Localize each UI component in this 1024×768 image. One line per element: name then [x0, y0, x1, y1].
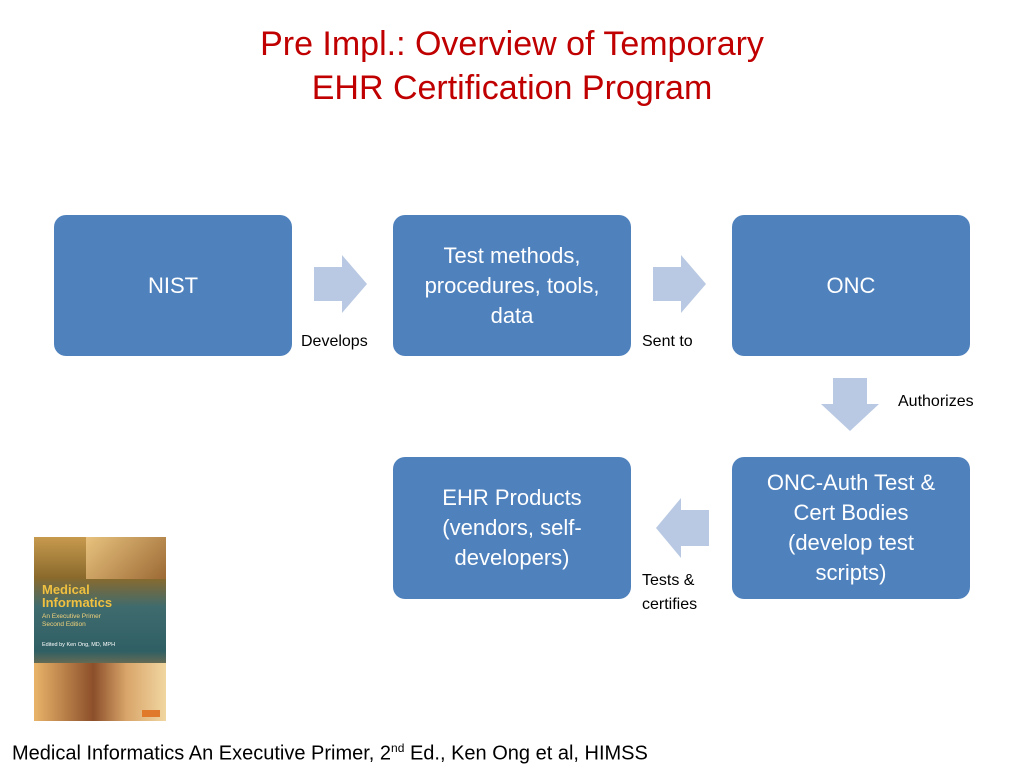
- node-onc-label: ONC: [826, 272, 876, 298]
- slide-title: Pre Impl.: Overview of Temporary EHR Cer…: [0, 22, 1024, 110]
- title-line-2: EHR Certification Program: [311, 69, 713, 107]
- edge-label-sent-to: Sent to: [642, 333, 693, 350]
- cover-editor: Edited by Ken Ong, MD, MPH: [42, 642, 116, 648]
- edge-label-tests-certifies: Tests & certifies: [642, 572, 698, 613]
- arrow-down-icon: [821, 378, 879, 431]
- cover-subtitle: An Executive Primer Second Edition: [42, 613, 101, 628]
- node-ehr-products-label: EHR Products (vendors, self- developers): [442, 485, 582, 570]
- node-test-methods-label: Test methods, procedures, tools, data: [424, 242, 600, 328]
- node-nist: NIST: [54, 215, 292, 356]
- edge-label-develops: Develops: [301, 333, 368, 350]
- cover-photo-top: [86, 537, 166, 579]
- caption-superscript: nd: [391, 741, 405, 755]
- caption-text-after: Ed., Ken Ong et al, HIMSS: [404, 742, 648, 765]
- node-onc-auth: ONC-Auth Test & Cert Bodies (develop tes…: [732, 457, 970, 599]
- node-onc: ONC: [732, 215, 970, 356]
- arrow-right-icon: [314, 255, 367, 313]
- cover-title: Medical Informatics: [42, 582, 113, 610]
- node-onc-auth-label: ONC-Auth Test & Cert Bodies (develop tes…: [766, 470, 936, 585]
- arrow-left-icon: [656, 498, 709, 558]
- node-ehr-products: EHR Products (vendors, self- developers): [393, 457, 631, 599]
- publisher-logo: [142, 710, 160, 717]
- title-line-1: Pre Impl.: Overview of Temporary: [260, 25, 764, 63]
- caption-text-before: Medical Informatics An Executive Primer,…: [12, 742, 392, 765]
- node-test-methods: Test methods, procedures, tools, data: [393, 215, 631, 356]
- arrow-right-icon: [653, 255, 706, 313]
- citation-caption: Medical Informatics An Executive Primer,…: [12, 734, 648, 768]
- node-nist-label: NIST: [147, 272, 199, 298]
- book-cover-image: Medical Informatics An Executive Primer …: [34, 537, 166, 721]
- edge-label-authorizes: Authorizes: [898, 393, 974, 410]
